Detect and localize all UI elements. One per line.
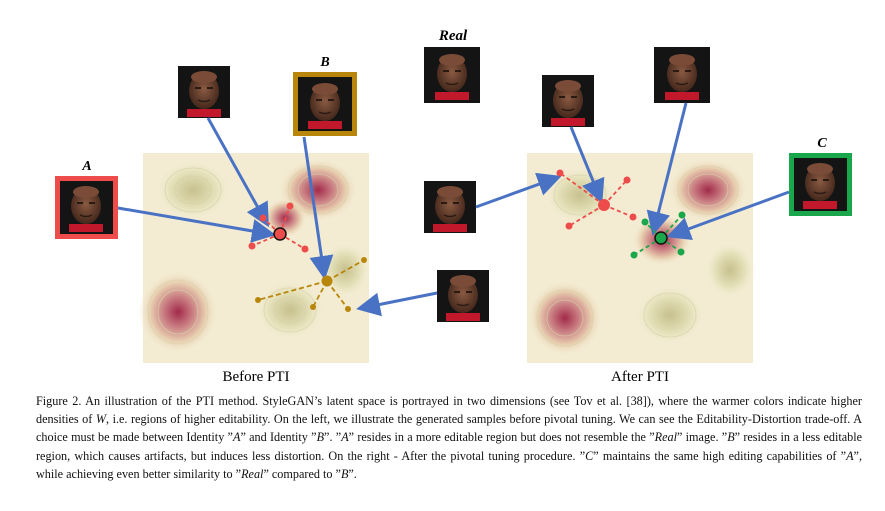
caption-text: ”.	[348, 466, 357, 481]
label-real: Real	[438, 28, 468, 44]
face-image-b	[293, 72, 357, 136]
caption-math: B	[316, 430, 325, 445]
density-map-after	[527, 153, 755, 363]
caption-text: , i.e. regions of higher editability. On…	[36, 412, 862, 445]
face-image-c	[789, 153, 852, 216]
after-red-samples	[556, 169, 637, 230]
face-image-left-tuned	[424, 181, 476, 233]
caption-math: A	[846, 448, 854, 463]
caption-math: B	[340, 466, 349, 481]
caption-text: ” image. ”	[676, 430, 728, 445]
caption-text: ”, while achieving even better similarit…	[36, 448, 862, 481]
label-b: B	[319, 55, 329, 70]
face-image-a	[55, 176, 118, 239]
caption-text: ”. ”	[324, 430, 342, 445]
density-map-before	[138, 153, 370, 363]
caption-math: Real	[654, 430, 677, 445]
caption-text: Figure 2. An illustration of the PTI met…	[36, 394, 862, 427]
face-image-distorted	[437, 270, 489, 322]
caption-text: ” and Identity ”	[240, 430, 317, 445]
arrows	[117, 102, 790, 317]
caption-math: A	[232, 430, 241, 445]
caption-text: ” compared to ”	[263, 466, 341, 481]
figure-illustration: Real B A C Before PTI After PTI	[55, 28, 852, 385]
label-a: A	[81, 159, 91, 174]
face-image-after-red	[542, 75, 594, 127]
caption-text: ” resides in a less editable region, whi…	[36, 430, 863, 463]
caption-math: C	[585, 448, 594, 463]
figure: Real B A C Before PTI After PTI	[55, 28, 852, 385]
face-image-real	[424, 47, 480, 103]
identity-c-samples	[630, 211, 686, 259]
caption-math: B	[727, 430, 735, 445]
caption-text: ” maintains the same high editing capabi…	[593, 448, 847, 463]
panel-title-before: Before PTI	[222, 369, 289, 385]
identity-a-samples	[248, 202, 309, 253]
caption-math: W	[95, 412, 107, 427]
identity-b-samples	[255, 257, 367, 312]
caption-math: A	[341, 430, 349, 445]
figure-caption: Figure 2. An illustration of the PTI met…	[36, 392, 862, 483]
caption-text: ” resides in a more editable region but …	[348, 430, 655, 445]
face-image-top-left	[178, 66, 230, 118]
caption-math: Real	[241, 466, 264, 481]
label-c: C	[817, 136, 827, 151]
face-image-after-top	[654, 47, 710, 103]
panel-title-after: After PTI	[611, 369, 669, 385]
